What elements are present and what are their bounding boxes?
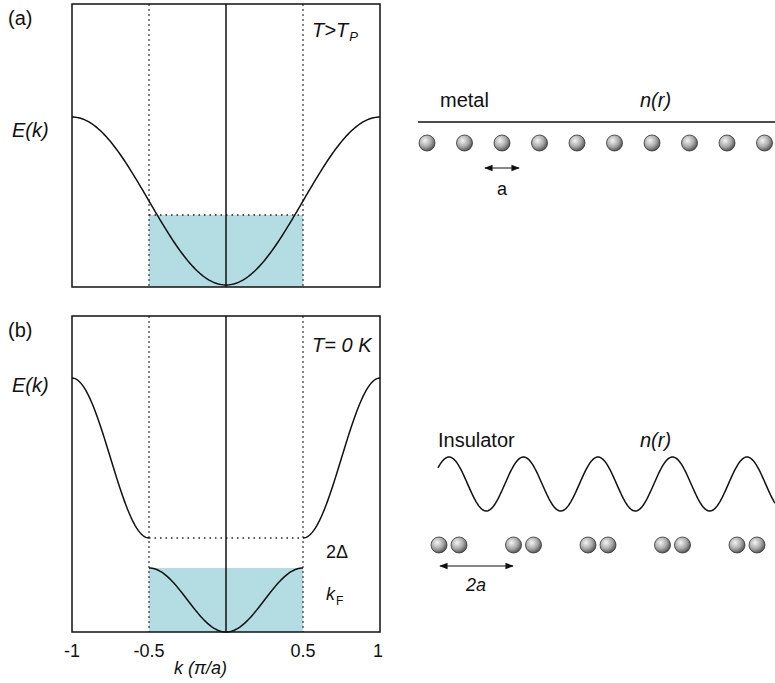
atom [682,135,698,151]
tick-label: 0.5 [290,642,315,662]
density-label: n(r) [640,429,671,451]
axis-label: E(k) [12,119,49,141]
axis-label: E(k) [12,374,49,396]
panel-label: (a) [8,7,32,29]
subscript: F [336,595,343,608]
panel-label: (b) [8,319,32,341]
atom [580,537,596,553]
atom [431,537,447,553]
band-panel [72,316,380,632]
atom [451,537,467,553]
atom [600,537,616,553]
zone-boundary [148,4,149,287]
atom-chains [418,122,775,566]
temperature-label: T= 0 K [312,334,371,356]
panel-frame [72,4,380,287]
state-label: Insulator [438,429,515,451]
fermi-wavevector-label: k [326,585,335,605]
atom [494,135,510,151]
atom [419,135,435,151]
cdw-density [438,457,775,511]
atom [655,537,671,553]
zone-boundary [302,4,303,287]
band-curve [72,378,149,538]
k-zero-line [225,316,227,632]
atom [506,537,522,553]
state-label: metal [440,89,489,111]
atom [719,135,735,151]
zone-boundary [302,316,303,632]
band-curve [149,568,303,632]
k-zero-line [225,4,227,287]
atom [457,135,473,151]
gap-label: 2Δ [326,543,348,563]
atom [644,135,660,151]
axis-label: k (π/a) [174,659,227,679]
atom [526,537,542,553]
spacing-arrow [485,167,519,168]
atom [532,135,548,151]
subscript: P [349,30,358,44]
dimension-label: a [497,180,507,200]
uniform-density [418,121,775,123]
atom [607,135,623,151]
band-curve [303,378,380,538]
tick-label: -0.5 [133,642,164,662]
density-label: n(r) [640,89,671,111]
atom [569,135,585,151]
zone-boundary [148,316,149,632]
spacing-arrow [440,565,513,566]
panel-frame [72,316,380,632]
tick-label: 1 [373,642,383,662]
atom [749,537,765,553]
temperature-label: T>T [312,19,348,41]
dimension-label: 2a [466,576,486,596]
tick-label: -1 [64,642,80,662]
atom [757,135,773,151]
band-curve [72,117,380,285]
atom [729,537,745,553]
band-panel [72,4,380,287]
atom [675,537,691,553]
